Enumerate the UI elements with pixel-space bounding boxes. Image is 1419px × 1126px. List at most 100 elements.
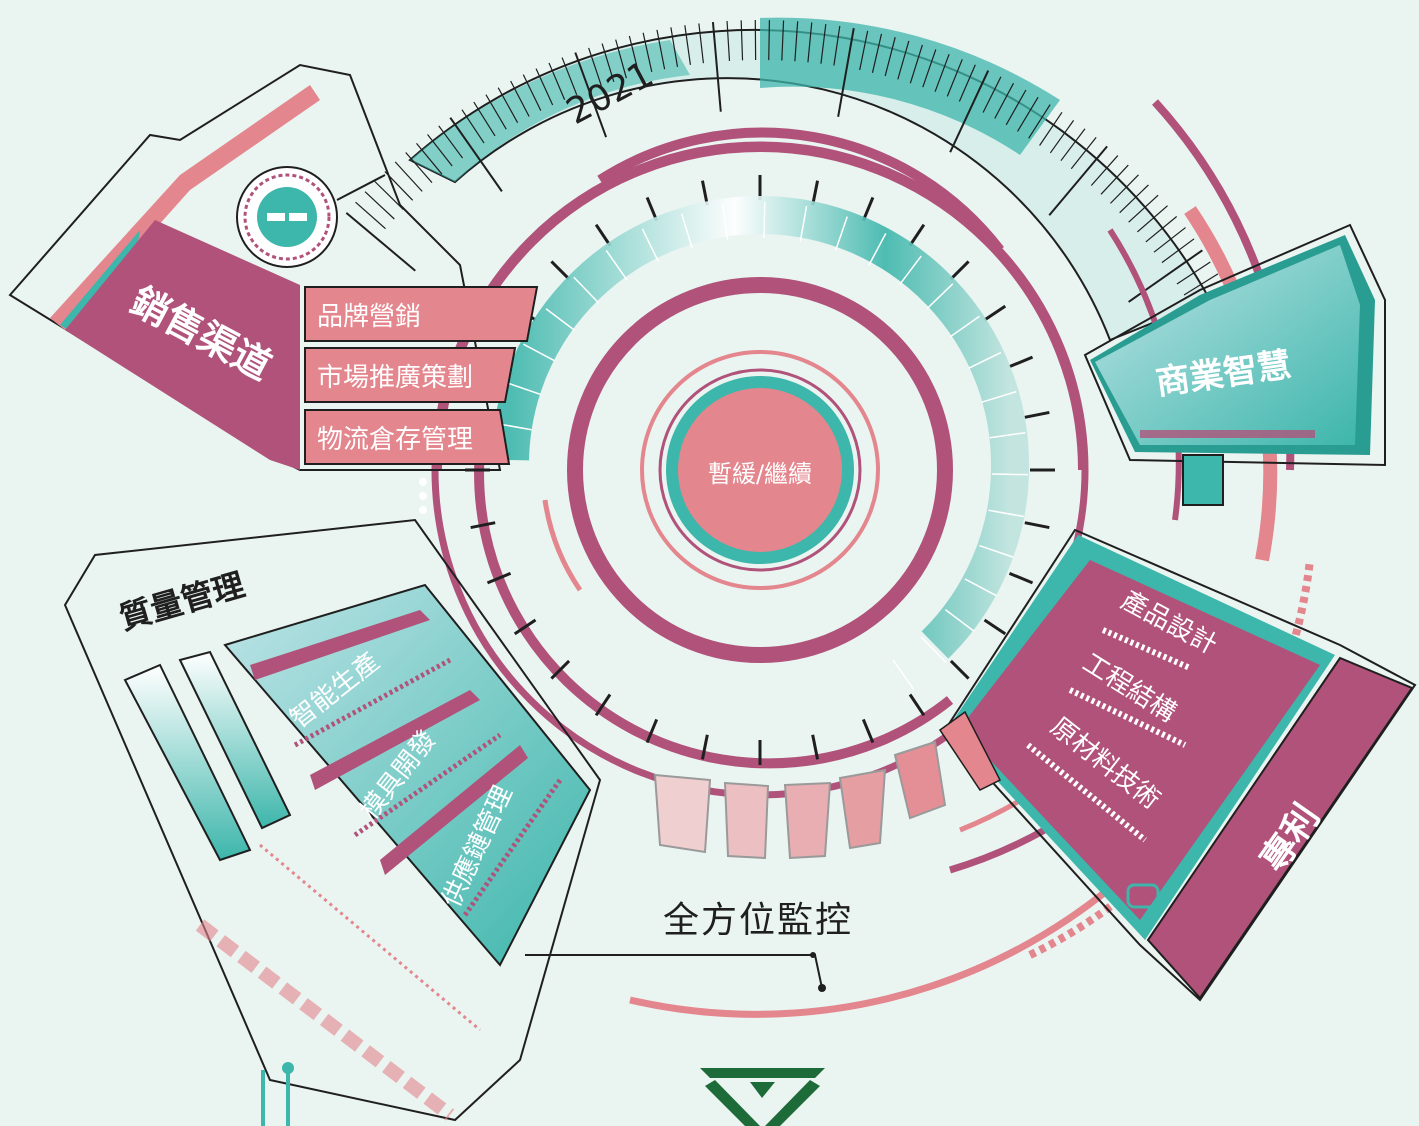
tick-mark [1070,137,1097,170]
tick-mark [1008,571,1034,585]
tick-mark [834,216,848,251]
sales-item-market-promotion[interactable]: 市場推廣策劃 [317,363,473,393]
tick-mark [833,25,841,66]
brand-logo-icon [700,1068,825,1126]
tick-mark [884,37,896,77]
tick-mark [1005,89,1027,126]
sales-item-logistics[interactable]: 物流倉存管理 [317,425,473,455]
tick-mark [470,521,496,530]
tick-mark [605,250,628,281]
tick-mark [1049,120,1075,154]
tick-mark [988,509,1025,518]
tick-mark [1090,155,1119,186]
tick-mark [958,64,976,102]
tick-mark [1183,273,1219,296]
tick-mark [1024,410,1050,419]
tick-mark [807,22,813,63]
tick-mark [768,20,771,61]
tick-mark [497,87,519,123]
tick-mark [438,125,464,159]
sales-item-brand-marketing[interactable]: 品牌營銷 [317,302,421,332]
tick-mark [698,23,704,64]
tick-mark [645,718,659,744]
tick-mark [374,181,404,210]
tick-mark [897,40,910,80]
tick-mark [615,39,627,79]
quality-management-title: 質量管理 [115,566,249,638]
tick-mark [427,134,453,167]
tick-mark [868,233,887,266]
business-intelligence-panel [1083,223,1386,506]
tick-mark [949,315,980,338]
tick-mark [1176,261,1211,285]
tick-mark [926,283,954,310]
monitor-connector [525,952,826,992]
patent-panel [938,528,1417,1002]
tick-mark [510,80,530,117]
tick-mark [944,609,975,632]
tick-mark [721,204,729,241]
tick-mark [899,255,922,286]
tick-mark [861,718,875,744]
main-gauge [419,127,1089,799]
tick-mark [473,101,496,137]
tick-mark [522,74,542,111]
level-blocks [653,740,947,860]
tick-mark [994,82,1015,119]
tick-mark [1161,238,1195,264]
tick-mark [485,94,507,130]
tick-mark [740,20,744,61]
tick-mark [946,59,963,97]
tick-mark [794,21,799,62]
tick-mark [535,68,554,106]
ruler-ticks [345,20,1226,307]
tick-mark [656,29,666,70]
tick-mark [982,76,1002,113]
tick-mark [1128,194,1159,223]
tick-mark [908,223,926,247]
tick-mark [922,49,937,88]
tick-mark [594,693,612,717]
tick-mark [983,618,1007,636]
tick-mark [642,32,653,72]
tick-mark [486,571,512,585]
tick-mark [601,43,615,83]
tick-mark [983,304,1007,322]
tick-mark [550,260,571,281]
tick-mark [711,21,722,112]
tick-mark [1136,205,1168,233]
tick-mark [964,578,997,597]
tick-mark [726,20,731,61]
tick-mark [641,228,659,262]
tick-mark [1119,184,1149,214]
tick-mark [513,618,537,636]
switch-dial-icon[interactable] [236,166,338,268]
tick-mark [909,44,923,84]
tick-mark [1028,104,1051,139]
tick-mark [700,734,709,760]
tick-mark [680,213,693,249]
tick-mark [345,212,416,272]
tick-mark [574,52,608,138]
tick-mark [1008,355,1034,369]
tick-mark [811,734,820,760]
quality-management-panel [63,518,602,1122]
tick-mark [506,382,541,396]
tick-mark [920,636,947,664]
tick-mark [949,260,970,281]
tick-mark [1145,216,1178,243]
tick-mark [837,28,855,118]
tick-mark [523,343,556,362]
tick-mark [1048,145,1108,216]
tick-mark [416,142,443,175]
tick-mark [979,544,1014,558]
all-round-monitor-label[interactable]: 全方位監控 [663,900,853,941]
tick-mark [949,70,990,153]
pause-resume-button[interactable]: 暫緩/繼續 [708,460,812,488]
tick-mark [892,659,915,690]
tick-mark [645,196,659,222]
tick-mark [949,659,970,680]
sales-channel-panel [8,63,502,471]
tick-mark [594,223,612,247]
